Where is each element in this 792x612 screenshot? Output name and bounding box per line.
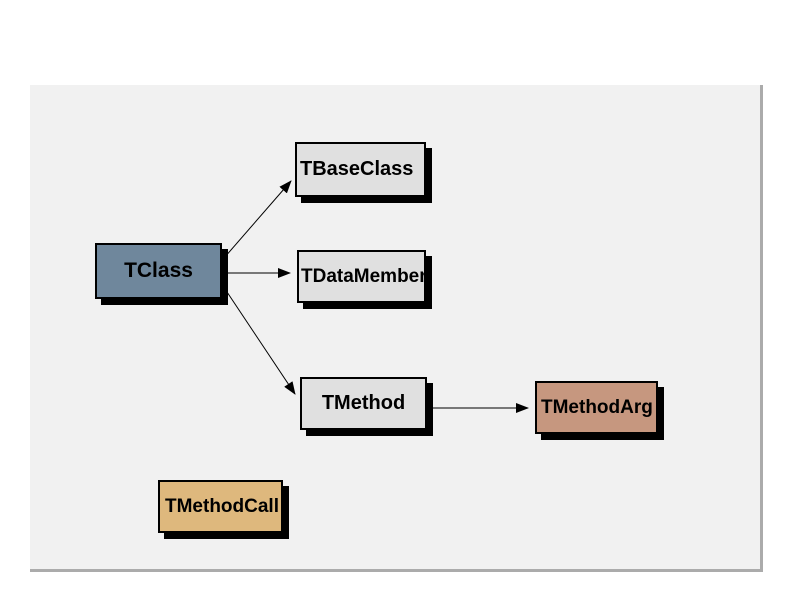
node-tclass-label: TClass [124, 259, 193, 282]
node-tmethodcall[interactable]: TMethodCall [158, 480, 283, 533]
node-tbaseclass-label: TBaseClass [300, 158, 414, 180]
node-tmethodarg[interactable]: TMethodArg [535, 381, 658, 434]
node-tmethod[interactable]: TMethod [300, 377, 427, 430]
node-tmethod-label: TMethod [321, 392, 406, 414]
node-tdatamember[interactable]: TDataMember [297, 250, 426, 303]
node-tdatamember-label: TDataMember [301, 265, 426, 287]
node-tmethodcall-label: TMethodCall [165, 495, 279, 517]
node-tclass[interactable]: TClass [95, 243, 222, 299]
edge-tclass-tbaseclass [223, 180, 292, 259]
edge-tclass-tmethod [224, 288, 296, 395]
node-tbaseclass[interactable]: TBaseClass [295, 142, 426, 197]
node-tmethodarg-label: TMethodArg [541, 396, 653, 418]
